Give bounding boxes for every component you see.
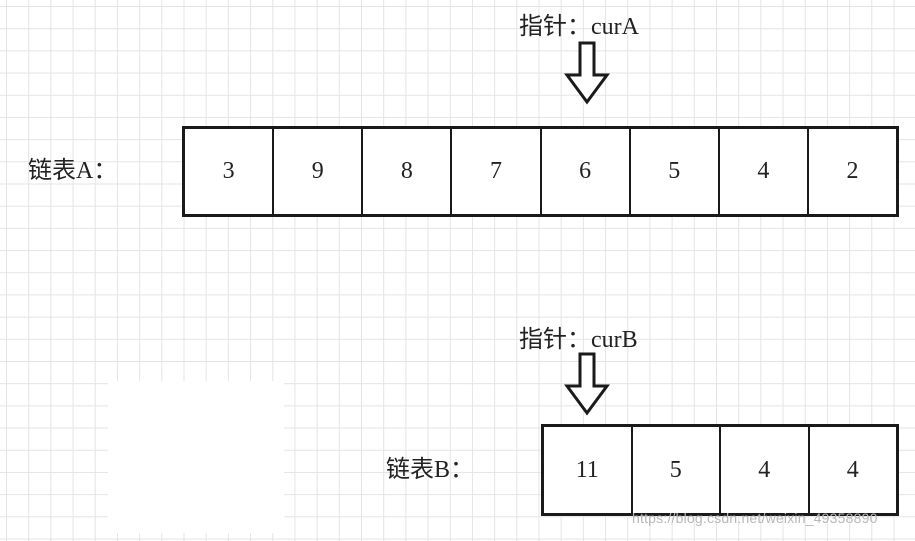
pointer-a-label: 指针：curA — [519, 14, 639, 40]
list-b-label: 链表B： — [386, 457, 475, 483]
pointer-b-label: 指针：curB — [519, 327, 638, 353]
list-node: 2 — [846, 158, 859, 184]
list-node: 6 — [542, 129, 631, 214]
list-node: 4 — [720, 129, 809, 214]
list-node: 7 — [452, 129, 542, 214]
list-node: 9 — [274, 129, 364, 214]
blank-patch — [108, 381, 284, 533]
list-node: 5 — [631, 129, 720, 214]
list-node: 3 — [185, 129, 275, 214]
pointer-a-arrow-icon — [564, 41, 610, 105]
pointer-b-arrow-icon — [564, 352, 610, 416]
list-node: 5 — [633, 427, 721, 513]
list-node: 4 — [846, 456, 859, 483]
list-node: 11 — [544, 427, 633, 513]
list-node: 4 — [721, 427, 810, 513]
list-node: 8 — [363, 129, 453, 214]
watermark: https://blog.csdn.net/weixin_49358890 — [632, 510, 878, 526]
list-a-label: 链表A： — [28, 158, 118, 184]
